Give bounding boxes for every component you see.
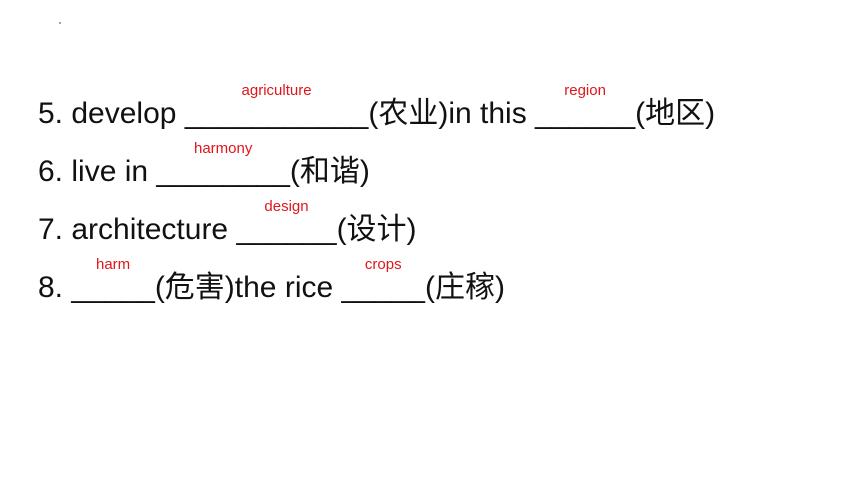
blank-line: _____ [71, 271, 155, 304]
blank-line: ___________ [184, 97, 369, 130]
item-text: live in [71, 155, 157, 188]
answer-text: design [264, 198, 309, 215]
item-number: 5. [38, 97, 64, 130]
item-text: (和谐) [289, 155, 370, 188]
answer-blank: ______region [535, 82, 636, 138]
exercise-item-6: 6. live in ________harmony(和谐) [38, 140, 838, 206]
exercise-item-8: 8. _____harm(危害)the rice _____crops(庄稼) [38, 256, 838, 322]
answer-text: harm [96, 256, 131, 273]
exercise-list: 5. develop ___________agriculture(农业)in … [38, 82, 838, 322]
item-number: 6. [38, 155, 64, 188]
item-text: (设计) [336, 213, 417, 246]
item-text: (危害)the rice [154, 271, 342, 304]
blank-line: _____ [341, 271, 425, 304]
answer-blank: ___________agriculture [184, 82, 369, 138]
item-text: (农业)in this [368, 97, 536, 130]
answer-text: crops [364, 256, 402, 273]
answer-text: region [564, 82, 606, 99]
blank-line: ______ [236, 213, 337, 246]
slide-dot [59, 22, 61, 24]
item-text: develop [71, 97, 185, 130]
item-text: (地区) [635, 97, 716, 130]
blank-line: ______ [535, 97, 636, 130]
answer-blank: ______design [236, 198, 337, 254]
blank-line: ________ [156, 155, 290, 188]
item-text: architecture [71, 213, 237, 246]
item-number: 7. [38, 213, 64, 246]
item-text: (庄稼) [424, 271, 505, 304]
answer-blank: _____crops [341, 256, 425, 312]
answer-text: harmony [193, 140, 253, 157]
answer-blank: ________harmony [156, 140, 290, 196]
answer-text: agriculture [241, 82, 312, 99]
item-number: 8. [38, 271, 64, 304]
answer-blank: _____harm [71, 256, 155, 312]
exercise-item-5: 5. develop ___________agriculture(农业)in … [38, 82, 838, 148]
exercise-item-7: 7. architecture ______design(设计) [38, 198, 838, 264]
